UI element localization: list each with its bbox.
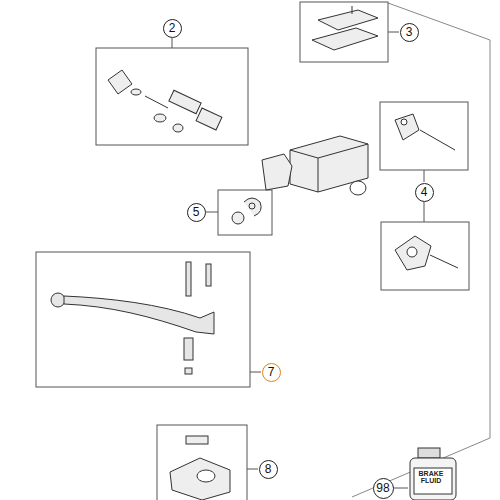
fluid-bottle <box>410 448 456 500</box>
seal-kit <box>108 70 222 132</box>
clamp <box>395 114 458 270</box>
callout-number: 98 <box>376 482 389 494</box>
callout-circle: 98 <box>373 478 394 499</box>
bottle-label: BRAKE FLUID <box>415 470 447 485</box>
reservoir-cap <box>312 6 378 50</box>
callout-circle: 8 <box>259 460 278 479</box>
callout-number: 2 <box>169 22 176 34</box>
callout-circle: 3 <box>400 23 419 42</box>
callout-circle: 7 <box>262 363 281 382</box>
leader-lines <box>172 32 424 488</box>
adjuster <box>232 198 261 224</box>
master-cylinder <box>262 136 368 195</box>
hand-lever <box>51 262 214 374</box>
callout-circle: 4 <box>415 183 434 202</box>
callout-number: 8 <box>265 463 272 475</box>
lever-bracket <box>170 436 230 500</box>
callout-number: 5 <box>193 206 200 218</box>
callout-circle: 5 <box>187 203 206 222</box>
frame-line <box>352 3 490 497</box>
callout-number: 3 <box>406 26 413 38</box>
callout-number: 7 <box>268 366 275 378</box>
part-boxes <box>36 2 469 500</box>
callout-number: 4 <box>421 186 428 198</box>
callout-circle: 2 <box>163 19 182 38</box>
